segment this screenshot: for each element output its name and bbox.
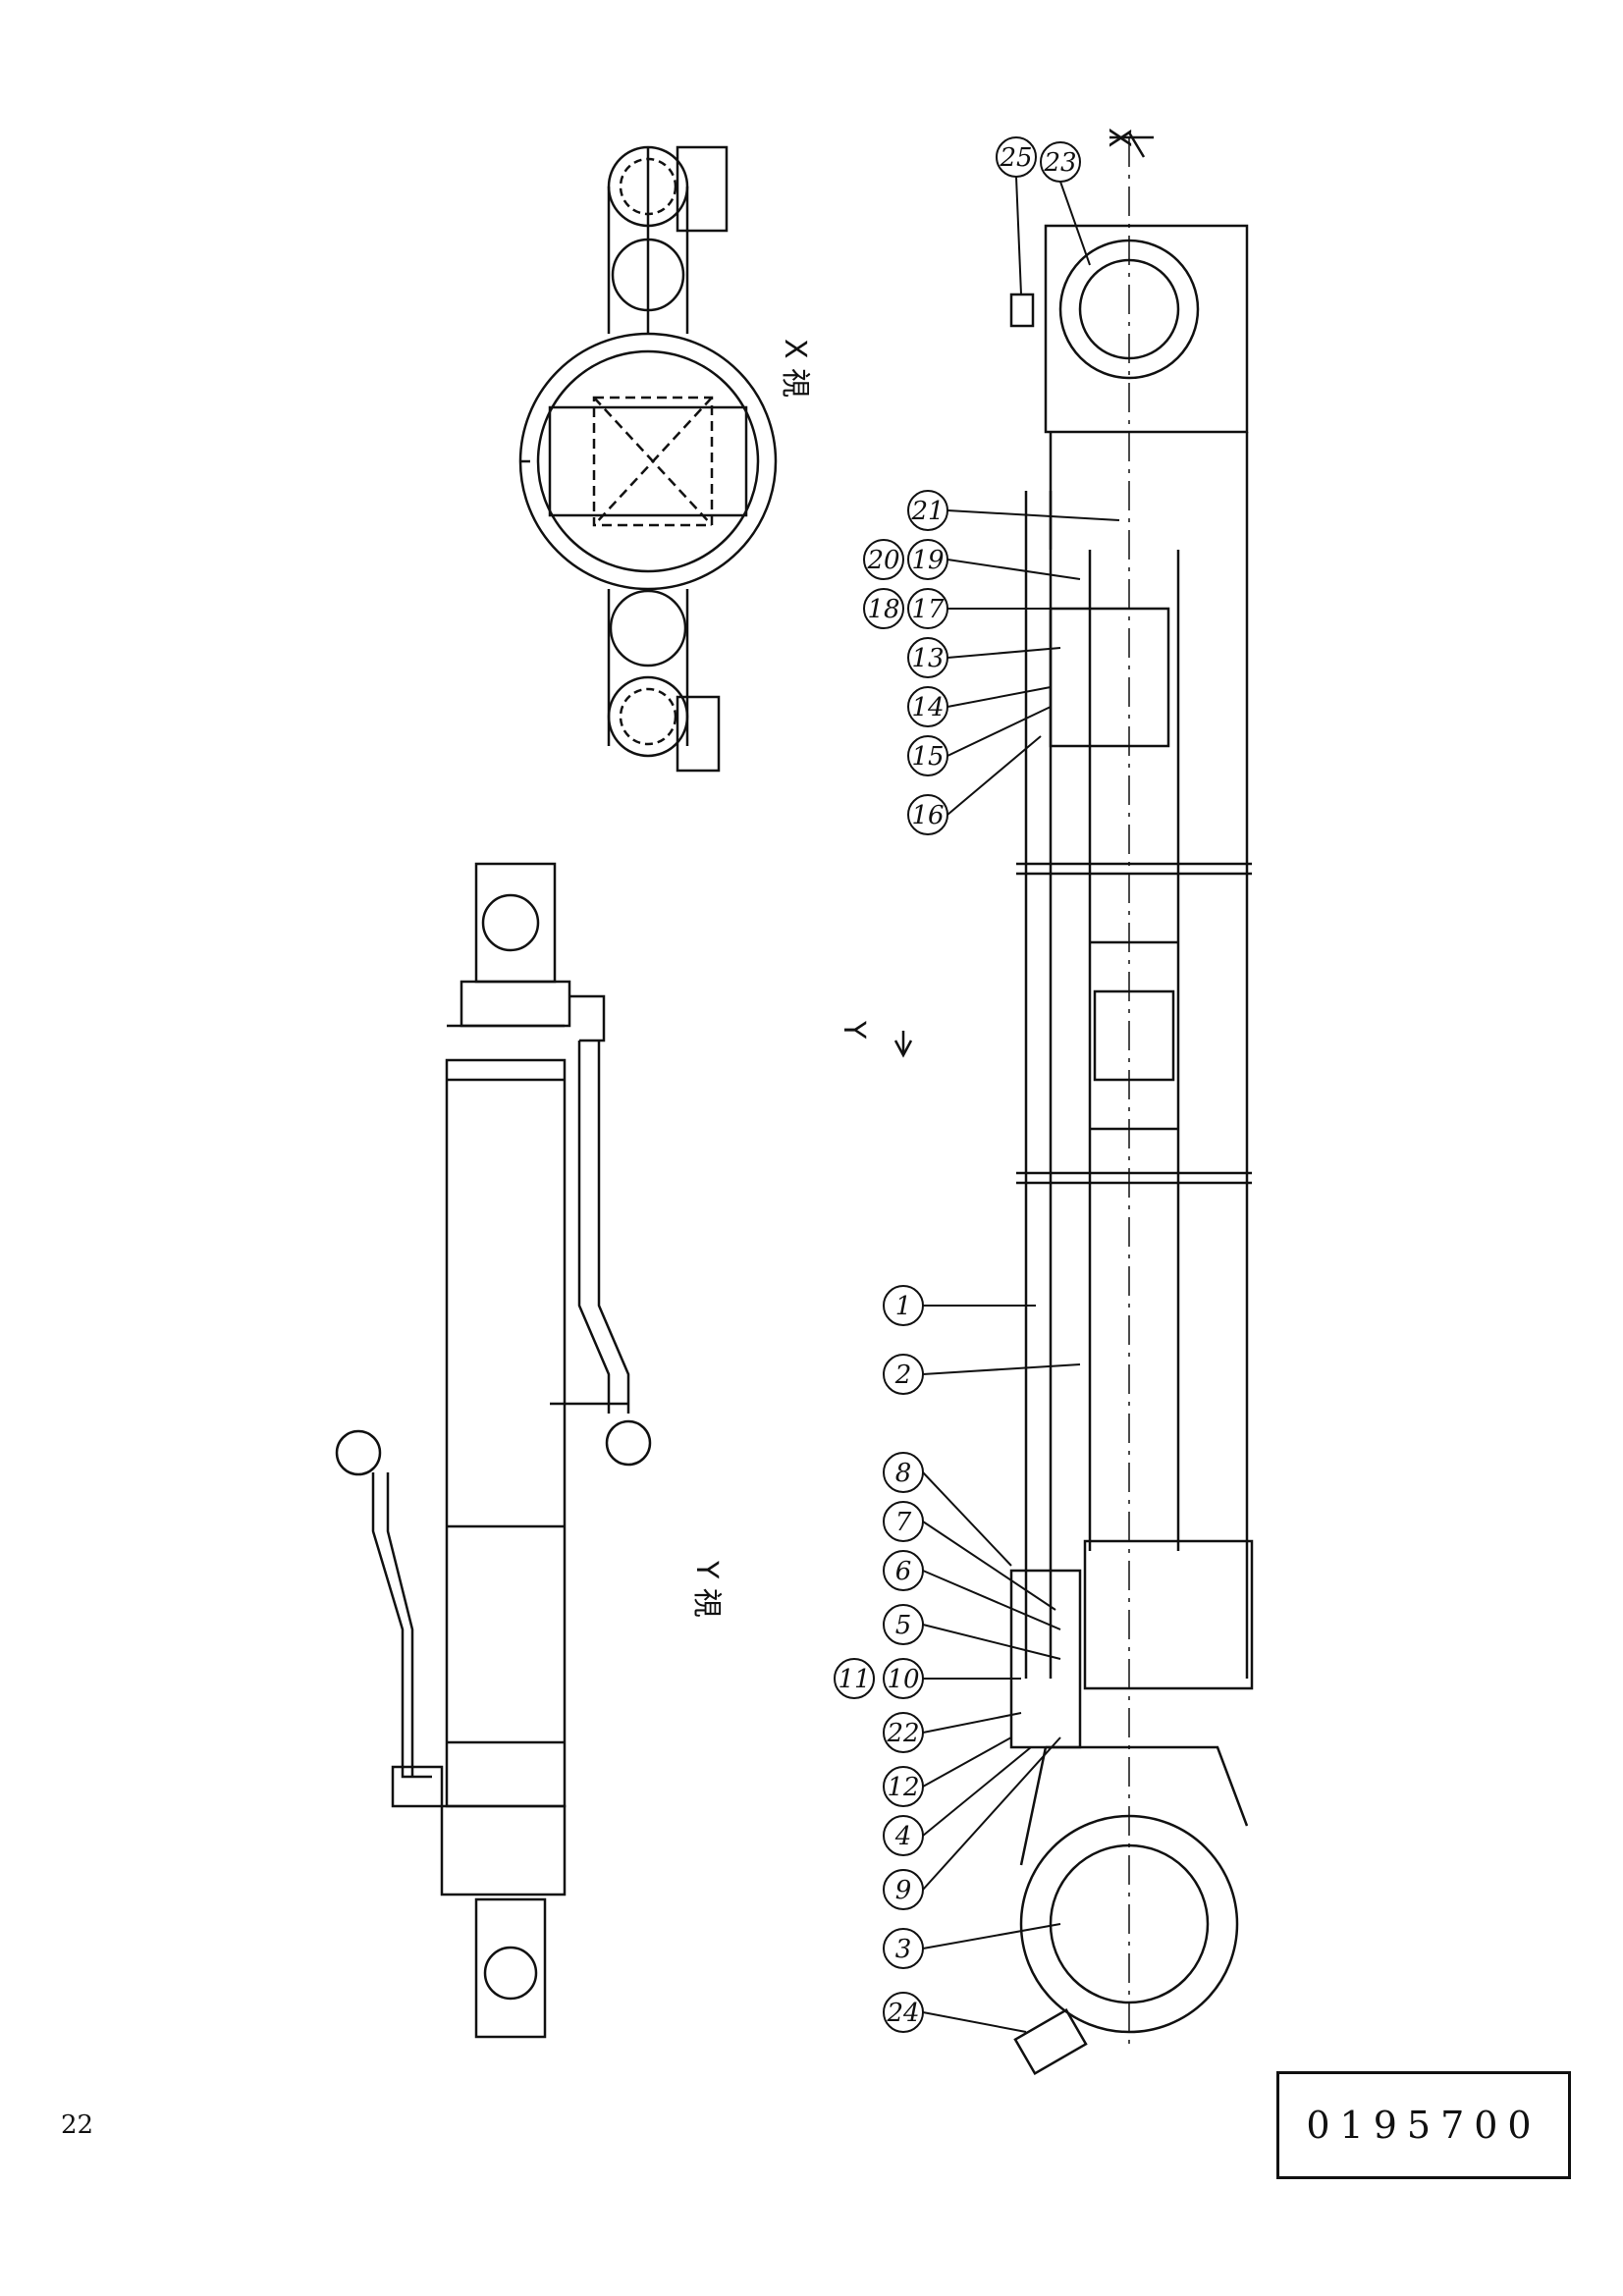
callout-18: 18: [867, 595, 899, 624]
callout-2: 2: [894, 1361, 912, 1390]
x-view-arrow: [1109, 132, 1154, 158]
callout-9: 9: [895, 1876, 912, 1905]
x-view-label: X 視: [778, 339, 812, 398]
callout-3: 3: [895, 1935, 912, 1964]
callouts: [834, 136, 1120, 2033]
y-view-label: Y 視: [689, 1560, 724, 1618]
callout-11: 11: [838, 1665, 870, 1694]
callout-13: 13: [911, 644, 944, 673]
callout-22: 22: [886, 1719, 919, 1748]
x-arrow-label: X: [1102, 128, 1136, 148]
callout-20: 20: [866, 546, 899, 575]
callout-1: 1: [895, 1292, 912, 1321]
callout-16: 16: [911, 801, 944, 830]
y-view-side-drawing: [335, 862, 652, 2039]
y-arrow-label: Y: [837, 1020, 871, 1040]
cylinder-section-drawing: [1009, 137, 1254, 2076]
callout-24: 24: [886, 1999, 919, 2028]
page-number: 22: [61, 2110, 94, 2140]
callout-19: 19: [911, 546, 944, 575]
drawing-number-box: 0195700: [1276, 2071, 1571, 2179]
callout-4: 4: [894, 1822, 912, 1851]
y-view-arrow: [893, 1031, 913, 1058]
callout-6: 6: [895, 1557, 912, 1586]
callout-10: 10: [887, 1665, 919, 1694]
callout-23: 23: [1043, 148, 1076, 178]
x-view-end-drawing: [518, 145, 778, 773]
callout-25: 25: [999, 143, 1032, 173]
callout-21: 21: [910, 497, 944, 526]
callout-12: 12: [887, 1773, 919, 1802]
drawing-number: 0195700: [1306, 2104, 1542, 2147]
callout-5: 5: [895, 1611, 912, 1640]
callout-14: 14: [911, 693, 944, 722]
callout-17: 17: [911, 595, 945, 624]
callout-15: 15: [911, 742, 944, 772]
callout-8: 8: [895, 1459, 912, 1488]
callout-7: 7: [895, 1508, 912, 1537]
